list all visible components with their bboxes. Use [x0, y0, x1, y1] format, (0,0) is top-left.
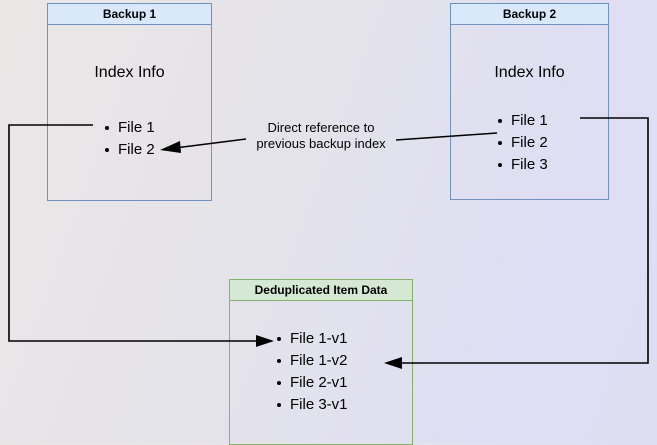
backup2-file-list: File 1 File 2 File 3 — [496, 110, 548, 176]
backup2-header-label: Backup 2 — [451, 4, 608, 25]
list-item: File 3-v1 — [275, 394, 348, 416]
backup2-box[interactable]: Backup 2 Index Info File 1 File 2 File 3 — [450, 3, 609, 200]
list-item: File 1 — [103, 117, 155, 139]
direct-reference-caption: Direct reference to previous backup inde… — [248, 120, 394, 152]
backup1-file-list: File 1 File 2 — [103, 117, 155, 161]
backup2-index-info-label: Index Info — [494, 64, 565, 81]
backup1-header-label: Backup 1 — [48, 4, 211, 25]
list-item: File 2-v1 — [275, 372, 348, 394]
list-item: File 1-v2 — [275, 350, 348, 372]
list-item: File 3 — [496, 154, 548, 176]
dedup-file-list: File 1-v1 File 1-v2 File 2-v1 File 3-v1 — [275, 328, 348, 416]
caption-line-2: previous backup index — [256, 136, 386, 151]
dedup-header-label: Deduplicated Item Data — [230, 280, 412, 301]
backup2-body: Index Info File 1 File 2 File 3 — [451, 25, 608, 199]
list-item: File 1 — [496, 110, 548, 132]
backup1-box[interactable]: Backup 1 Index Info File 1 File 2 — [47, 3, 212, 201]
backup1-index-info-label: Index Info — [94, 64, 165, 81]
list-item: File 2 — [496, 132, 548, 154]
caption-line-1: Direct reference to — [267, 120, 375, 135]
dedup-body: File 1-v1 File 1-v2 File 2-v1 File 3-v1 — [230, 301, 412, 444]
list-item: File 1-v1 — [275, 328, 348, 350]
deduplicated-item-data-box[interactable]: Deduplicated Item Data File 1-v1 File 1-… — [229, 279, 413, 445]
list-item: File 2 — [103, 139, 155, 161]
backup1-body: Index Info File 1 File 2 — [48, 25, 211, 200]
